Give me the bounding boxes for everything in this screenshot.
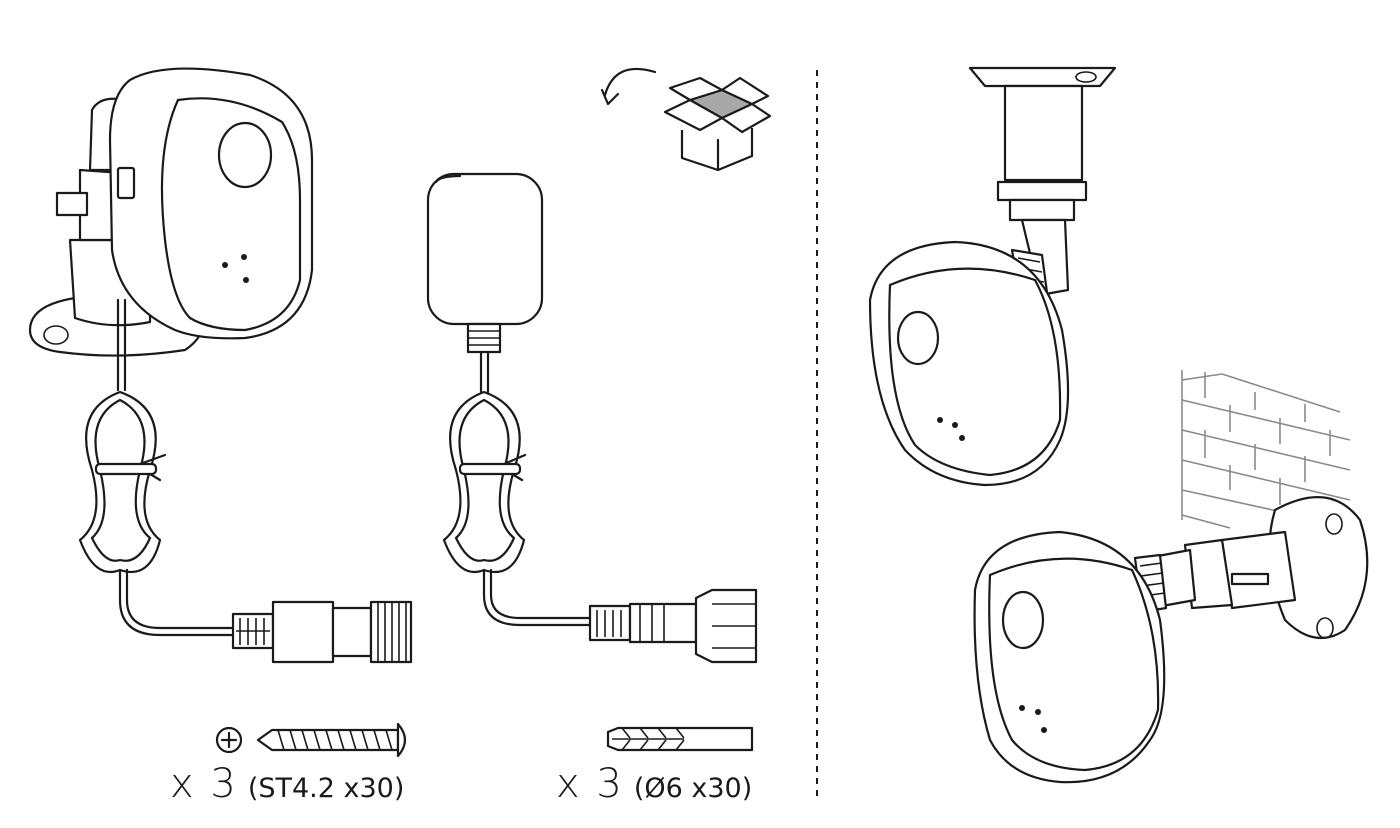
wall-mounted-camera [973, 496, 1369, 784]
plug-spec: (Ø6 x30) [633, 773, 753, 804]
screw-quantity-label: x 3 (ST4.2 x30) [170, 764, 404, 804]
power-adapter [426, 172, 758, 664]
brick-wall [1181, 370, 1351, 529]
screw-spec: (ST4.2 x30) [247, 773, 405, 804]
plug-quantity-label: x 3 (Ø6 x30) [556, 764, 752, 804]
screw-multiplier: x 3 [170, 761, 238, 807]
wall-plug-icon [606, 726, 754, 752]
screw-icon [215, 722, 407, 758]
camera-with-bracket [28, 67, 413, 664]
open-box-icon [600, 67, 772, 172]
ceiling-mounted-camera [868, 66, 1117, 487]
plug-multiplier: x 3 [556, 761, 624, 807]
